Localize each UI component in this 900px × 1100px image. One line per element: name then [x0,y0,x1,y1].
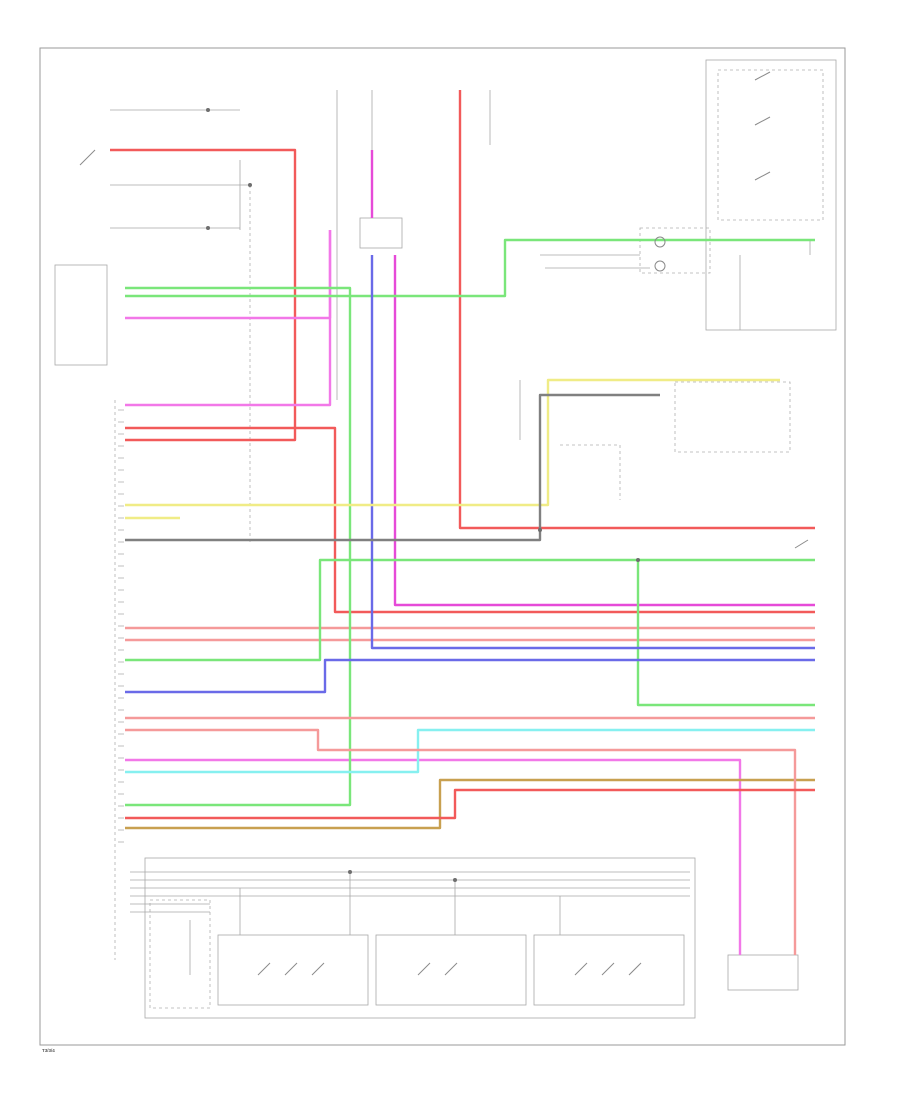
magenta-wire [393,255,815,607]
ac-control-assembly [54,264,108,366]
connector-pin [654,236,666,248]
switch-contact [754,71,771,81]
green-wire [125,286,352,807]
switch-contact [601,962,615,976]
pressure-sensor-box [674,381,791,453]
green-wire [636,560,815,707]
green-wire [125,238,815,298]
connector-pin [538,528,542,532]
blue-wire [370,255,815,650]
component-frames [54,59,837,1019]
gray-wire [125,393,660,542]
steering-switch-inner [717,69,824,221]
red-wire [458,90,815,530]
switch-contact [628,962,642,976]
connector-pin [206,226,210,230]
switch-contact [754,171,771,181]
connector-pin [348,870,352,874]
colored-wires [110,90,815,955]
connector-pin [636,558,640,562]
red-wire [125,788,815,820]
brown-wire [125,778,815,830]
lower-right-sensor [727,954,799,991]
connector-pin [248,183,252,187]
switch-contact [79,149,96,166]
damper-motor-1 [217,934,369,1006]
relay-box [359,217,403,249]
switch-contact [257,962,271,976]
switch-symbols [79,71,809,976]
green-wire [125,558,815,662]
switch-contact [574,962,588,976]
switch-contact [417,962,431,976]
switch-contact [794,539,809,549]
figure-id: T3/3/4 [42,1048,55,1053]
switch-contact [284,962,298,976]
light_red-wire [125,728,797,955]
connector-pin [654,260,666,272]
amplifier-pin-ticks [118,409,124,843]
inner-sensor-frame [149,899,211,1009]
bottom-module-frame [144,857,696,1019]
damper-motor-2 [375,934,527,1006]
blue-wire [125,658,815,694]
switch-contact [311,962,325,976]
yellow-wire [125,378,780,507]
connector-pin [206,108,210,112]
damper-motor-3 [533,934,685,1006]
pink-wire [125,758,742,955]
spiral-cable-box [639,227,711,274]
diagram-border [39,47,846,1046]
steering-pad-switch-assembly [705,59,837,331]
red-wire [125,426,815,614]
switch-contact [444,962,458,976]
connector-pin [453,878,457,882]
pink-wire [125,230,332,320]
switch-contact [754,116,771,126]
thin-wires [110,90,811,975]
